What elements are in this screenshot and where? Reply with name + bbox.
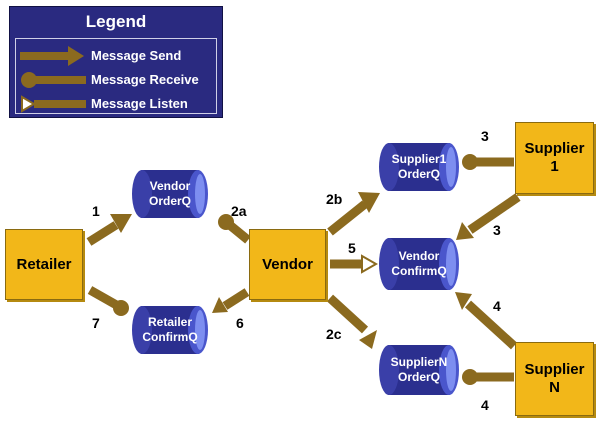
queue-cylinder-icon xyxy=(379,238,459,290)
legend-label-receive: Message Receive xyxy=(91,72,199,87)
receive-connector-supplier1-orderq xyxy=(462,154,514,170)
step-label-2c: 2c xyxy=(326,326,342,342)
message-send-icon xyxy=(20,46,84,66)
suppliern-orderq-queue: SupplierN OrderQ xyxy=(377,343,461,397)
step-label-2a: 2a xyxy=(231,203,247,219)
send-arrow-supplier1-to-vendor-confirmq xyxy=(456,193,521,240)
queue-cylinder-icon xyxy=(132,170,208,218)
queue-cylinder-icon xyxy=(379,345,459,395)
receive-connector-retailer-confirmq xyxy=(87,286,129,316)
step-label-3-top: 3 xyxy=(481,128,489,144)
send-arrow-suppliern-to-vendor-confirmq xyxy=(455,292,518,350)
supplier1-orderq-queue: Supplier1 OrderQ xyxy=(377,141,461,193)
legend-label-send: Message Send xyxy=(91,48,182,63)
message-listen-icon xyxy=(21,95,86,113)
step-label-4-mid: 4 xyxy=(493,298,501,314)
send-arrow-vendor-to-suppliern-orderq xyxy=(326,294,377,349)
queue-cylinder-icon xyxy=(132,306,208,354)
supplier1-node: Supplier 1 xyxy=(515,122,594,194)
queue-label: Vendor ConfirmQ xyxy=(391,249,447,278)
send-arrow-vendor-to-supplier1-orderq xyxy=(327,192,380,236)
vendor-orderq-queue: Vendor OrderQ xyxy=(130,168,210,220)
message-receive-icon xyxy=(21,72,86,88)
vendor-node: Vendor xyxy=(249,229,326,300)
suppliern-node: Supplier N xyxy=(515,342,594,416)
retailer-confirmq-queue: Retailer ConfirmQ xyxy=(130,304,210,356)
queue-cylinder-icon xyxy=(379,143,459,191)
listen-connector-vendor-confirmq xyxy=(330,254,379,274)
retailer-node: Retailer xyxy=(5,229,83,300)
receive-connector-suppliern-orderq xyxy=(462,369,514,385)
queue-label: SupplierN OrderQ xyxy=(390,355,448,384)
queue-label: Supplier1 OrderQ xyxy=(391,152,447,181)
step-label-3-mid: 3 xyxy=(493,222,501,238)
queue-label: Retailer ConfirmQ xyxy=(142,315,198,344)
vendor-confirmq-queue: Vendor ConfirmQ xyxy=(377,236,461,292)
step-label-1: 1 xyxy=(92,203,100,219)
legend-items: Message Send Message Receive Message Lis… xyxy=(15,38,217,114)
legend-label-listen: Message Listen xyxy=(91,96,188,111)
step-label-2b: 2b xyxy=(326,191,343,207)
receive-connector-vendor-orderq xyxy=(218,214,251,244)
step-label-5: 5 xyxy=(348,240,356,256)
send-arrow-retailer-to-vendor-orderq xyxy=(86,214,132,246)
step-label-7: 7 xyxy=(92,315,100,331)
send-arrow-vendor-to-retailer-confirmq xyxy=(212,288,250,313)
legend-title: Legend xyxy=(85,12,147,31)
legend: Legend Message Send Message Receive Mess… xyxy=(9,6,223,118)
step-label-4-bottom: 4 xyxy=(481,397,489,413)
queue-label: Vendor OrderQ xyxy=(148,179,191,208)
step-label-6: 6 xyxy=(236,315,244,331)
